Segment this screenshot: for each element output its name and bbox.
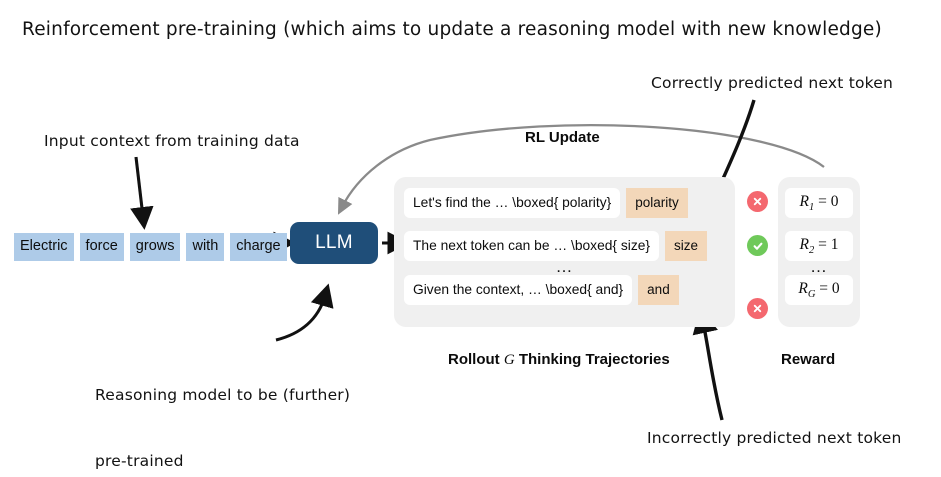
annotation-reasoning-model-line1: Reasoning model to be (further) [95, 386, 351, 404]
rollout-caption-symbol: G [503, 352, 515, 368]
annotation-reasoning-model: Reasoning model to be (further) pre-trai… [95, 340, 350, 477]
input-token-1: force [79, 233, 124, 261]
input-token-4: charge [230, 233, 287, 261]
annotation-incorrect-token: Incorrectly predicted next token [647, 429, 902, 447]
trajectory-text-0: Let's find the … \boxed{ polarity} [404, 188, 621, 218]
reward-expression-1: R2 = 1 [799, 235, 839, 257]
annotation-input-context: Input context from training data [44, 132, 300, 150]
input-token-2: grows [129, 233, 181, 261]
predicted-token-1: size [665, 231, 708, 261]
rollout-caption-prefix: Rollout [448, 351, 504, 368]
rl-update-label: RL Update [525, 129, 600, 146]
arrow-incorrect-token [692, 308, 724, 421]
trajectory-row: Let's find the … \boxed{ polarity} polar… [404, 188, 688, 218]
annotation-correct-token: Correctly predicted next token [651, 74, 894, 92]
reward-ellipsis: … [810, 257, 828, 276]
page-title: Reinforcement pre-training (which aims t… [22, 19, 882, 40]
llm-block: LLM [290, 222, 378, 264]
input-token-3: with [186, 233, 225, 261]
trajectory-text-1: The next token can be … \boxed{ size} [404, 231, 659, 261]
rollout-caption-suffix: Thinking Trajectories [514, 351, 670, 368]
reward-expression-2: RG = 0 [798, 279, 840, 301]
rollout-panel: Let's find the … \boxed{ polarity} polar… [394, 177, 735, 327]
cross-icon [747, 191, 768, 212]
reward-cell: R1 = 0 [785, 188, 853, 218]
predicted-token-2: and [638, 275, 679, 305]
rollout-caption: Rollout G Thinking Trajectories [448, 351, 670, 369]
arrow-reasoning-model [275, 283, 334, 342]
llm-label: LLM [315, 232, 353, 253]
trajectory-text-2: Given the context, … \boxed{ and} [404, 275, 633, 305]
predicted-token-0: polarity [626, 188, 688, 218]
reward-cell: R2 = 1 [785, 231, 853, 261]
reward-expression-0: R1 = 0 [799, 192, 839, 214]
check-icon [747, 235, 768, 256]
trajectory-row: Given the context, … \boxed{ and} and [404, 275, 679, 305]
rollout-ellipsis: … [555, 257, 574, 276]
arrow-input-context [130, 156, 154, 230]
input-token-0: Electric [14, 233, 74, 261]
cross-icon [747, 298, 768, 319]
annotation-reasoning-model-line2: pre-trained [95, 452, 184, 470]
reward-cell: RG = 0 [785, 275, 853, 305]
trajectory-row: The next token can be … \boxed{ size} si… [404, 231, 708, 261]
reward-panel: R1 = 0 R2 = 1 … RG = 0 [778, 177, 860, 327]
reward-caption: Reward [781, 351, 836, 368]
input-token-strip: Electric force grows with charge [14, 233, 287, 261]
